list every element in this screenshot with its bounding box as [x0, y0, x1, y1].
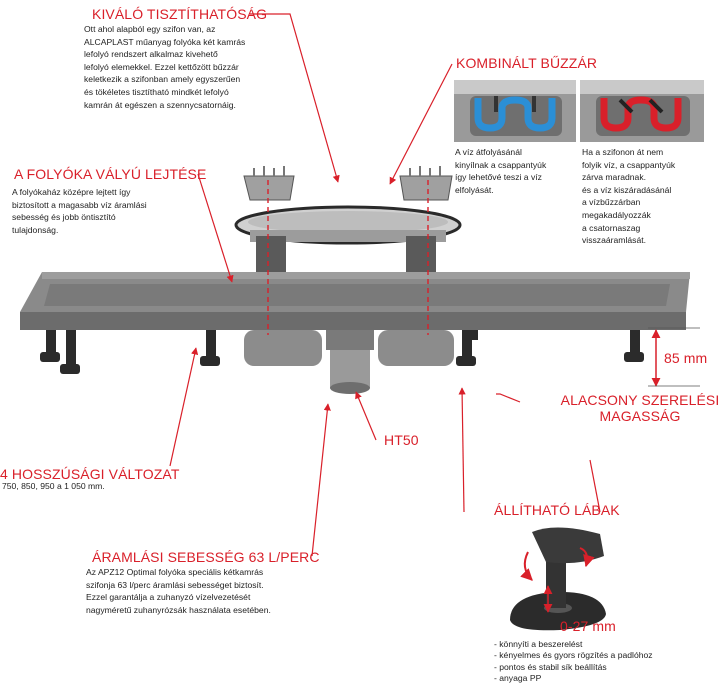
list-item: - anyaga PP — [494, 673, 542, 684]
pointer-height — [496, 393, 521, 403]
pointer-variants — [169, 347, 199, 467]
variants-title: 4 HOSSZÚSÁGI VÁLTOZAT — [0, 466, 180, 482]
trap-open-text: A víz átfolyásánál kinyílnak a csappanty… — [455, 147, 547, 195]
trap-title: KOMBINÁLT BŰZZÁR — [456, 55, 598, 71]
drain-channel — [20, 272, 690, 394]
pointer-slope — [197, 173, 234, 283]
slope-text: A folyókaház középre lejtett így biztosí… — [12, 187, 147, 235]
height-title: ALACSONY SZERELÉSI MAGASSÁG — [560, 392, 720, 424]
feet-benefits-list: - könnyíti a beszerelést - kényelmes és … — [494, 639, 653, 685]
pointer-cleaning — [250, 13, 340, 183]
list-item: - könnyíti a beszerelést — [494, 639, 583, 649]
trap-closed-diagram — [580, 80, 704, 142]
cleaning-title: KIVÁLÓ TISZTÍTHATÓSÁG — [92, 6, 268, 22]
height-dimension-label: 85 mm — [664, 350, 708, 366]
flow-text: Az APZ12 Optimal folyóka speciális kétka… — [86, 567, 271, 615]
slope-title: A FOLYÓKA VÁLYÚ LEJTÉSE — [14, 166, 207, 182]
feet-title: ÁLLÍTHATÓ LÁBAK — [494, 502, 620, 518]
list-item: - pontos és stabil sík beállítás — [494, 661, 607, 672]
trap-open-diagram — [454, 80, 576, 142]
trap-closed-text: Ha a szifonon át nem folyik víz, a csapp… — [582, 147, 676, 246]
list-item: - kényelmes és gyors rögzítés a padlóhoz — [494, 650, 653, 661]
cleaning-text: Ott ahol alapból egy szifon van, az ALCA… — [84, 24, 246, 110]
adjustable-foot-detail — [510, 527, 606, 631]
pointer-feet-a — [458, 387, 466, 513]
removable-siphon-insert — [234, 166, 462, 274]
pointer-trap — [389, 63, 453, 185]
flow-title: ÁRAMLÁSI SEBESSÉG 63 L/PERC — [92, 549, 320, 565]
pointer-feet-b — [589, 459, 601, 513]
pointer-outlet — [355, 391, 377, 441]
pointer-flow — [311, 403, 331, 557]
feet-range: 0-27 mm — [560, 618, 616, 634]
channel-feet — [40, 330, 644, 374]
height-dimension — [648, 327, 700, 387]
variants-text: 750, 850, 950 a 1 050 mm. — [2, 481, 105, 491]
outlet-label: HT50 — [384, 432, 419, 448]
cleaning-path-lines — [267, 180, 429, 335]
